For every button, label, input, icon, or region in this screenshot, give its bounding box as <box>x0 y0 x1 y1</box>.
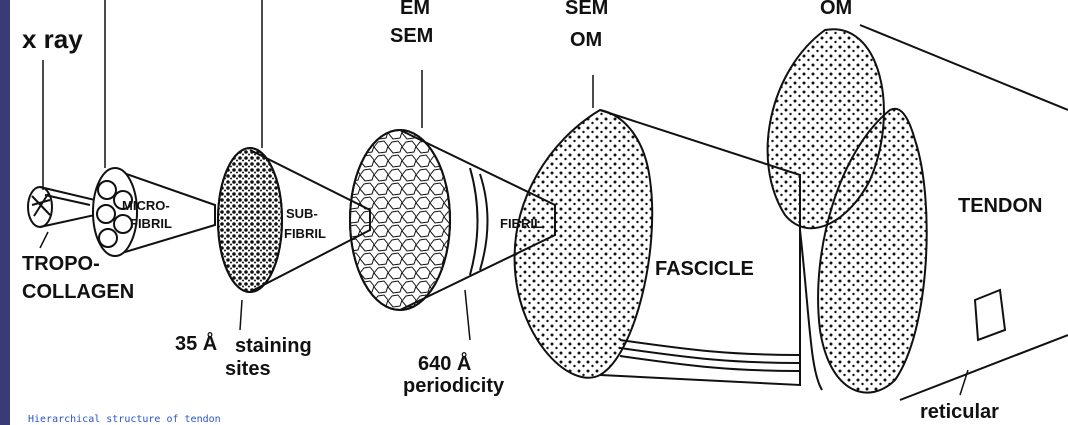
label-fascicle: FASCICLE <box>655 258 754 280</box>
label-subfibril-1: SUB- <box>286 206 318 221</box>
label-tropocollagen-1: TROPO- <box>22 253 100 275</box>
label-subfibril-2: FIBRIL <box>284 226 326 241</box>
label-sem-2: SEM <box>565 0 608 19</box>
label-reticular: reticular <box>920 401 999 423</box>
tendon-hierarchy-figure: x ray EM SEM SEM OM OM MICRO- FIBRIL SUB… <box>10 0 1068 425</box>
label-em: EM <box>400 0 430 19</box>
label-staining-sites: sites <box>225 358 271 380</box>
label-sem: SEM <box>390 25 433 47</box>
label-staining-number: 35 Å <box>175 331 217 355</box>
label-xray: x ray <box>22 24 83 54</box>
tropocollagen-bundle <box>28 187 95 227</box>
fascicle-bundle <box>515 110 800 385</box>
label-periodicity-word: periodicity <box>403 375 505 397</box>
label-fibril: FIBRIL <box>500 216 542 231</box>
label-om: OM <box>570 29 602 51</box>
label-microfibril-1: MICRO- <box>122 198 170 213</box>
figure-caption: Hierarchical structure of tendon <box>28 414 221 425</box>
label-tropocollagen-2: COLLAGEN <box>22 281 134 303</box>
label-om-2: OM <box>820 0 852 19</box>
label-tendon: TENDON <box>958 195 1042 217</box>
label-periodicity-number: 640 Å <box>418 351 471 375</box>
label-staining-word: staining <box>235 335 312 357</box>
label-microfibril-2: FIBRIL <box>130 216 172 231</box>
tendon-diagram: x ray EM SEM SEM OM OM MICRO- FIBRIL SUB… <box>10 0 1068 425</box>
